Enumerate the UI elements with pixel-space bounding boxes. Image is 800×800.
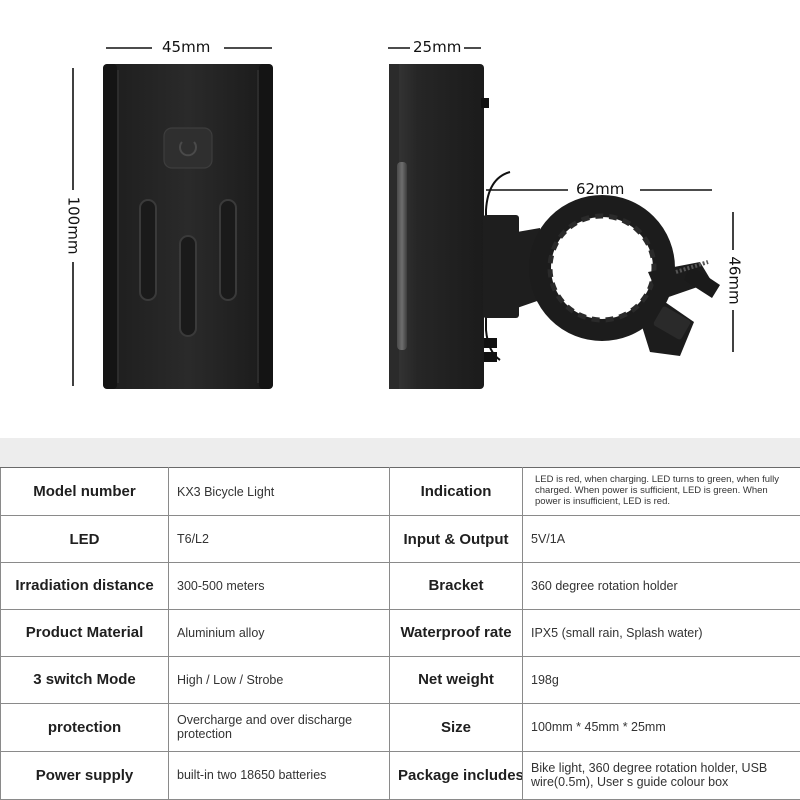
bracket-width-label: 62mm bbox=[576, 180, 625, 198]
spec-label: Indication bbox=[389, 466, 523, 517]
power-button-icon bbox=[163, 127, 213, 169]
bracket-height-label: 46mm bbox=[725, 256, 744, 305]
vent-slot bbox=[219, 199, 237, 301]
spec-label: Package includes bbox=[389, 750, 523, 800]
spec-value: 5V/1A bbox=[522, 515, 800, 564]
spec-row: protection Overcharge and over discharge… bbox=[0, 702, 800, 752]
spec-value: High / Low / Strobe bbox=[168, 655, 390, 704]
vent-slot bbox=[139, 199, 157, 301]
spec-value: Aluminium alloy bbox=[168, 608, 390, 657]
spec-value: 198g bbox=[522, 655, 800, 704]
spec-row: 3 switch Mode High / Low / Strobe Net we… bbox=[0, 655, 800, 704]
spec-label: Waterproof rate bbox=[389, 608, 523, 657]
front-width-label: 45mm bbox=[162, 38, 211, 56]
spec-row: LED T6/L2 Input & Output 5V/1A bbox=[0, 515, 800, 564]
separator-band bbox=[0, 438, 800, 467]
spec-value: KX3 Bicycle Light bbox=[168, 466, 390, 517]
spec-label: Size bbox=[389, 702, 523, 752]
front-height-label: 100mm bbox=[64, 196, 83, 255]
spec-value: 100mm * 45mm * 25mm bbox=[522, 702, 800, 752]
spec-label: LED bbox=[0, 515, 169, 564]
spec-label: Model number bbox=[0, 466, 169, 517]
spec-value: IPX5 (small rain, Splash water) bbox=[522, 608, 800, 657]
spec-value: built-in two 18650 batteries bbox=[168, 750, 390, 800]
spec-label: Input & Output bbox=[389, 515, 523, 564]
handlebar-bracket bbox=[483, 195, 720, 356]
spec-value: Bike light, 360 degree rotation holder, … bbox=[522, 750, 800, 800]
spec-row: Irradiation distance 300-500 meters Brac… bbox=[0, 562, 800, 610]
spec-label: Power supply bbox=[0, 750, 169, 800]
spec-label: Net weight bbox=[389, 655, 523, 704]
vent-slot bbox=[179, 235, 197, 337]
spec-label: Irradiation distance bbox=[0, 562, 169, 610]
light-front-view bbox=[103, 64, 273, 389]
specification-table: Model number KX3 Bicycle Light Indicatio… bbox=[0, 466, 800, 800]
side-depth-label: 25mm bbox=[413, 38, 462, 56]
spec-value: T6/L2 bbox=[168, 515, 390, 564]
spec-row: Model number KX3 Bicycle Light Indicatio… bbox=[0, 466, 800, 517]
spec-label: Product Material bbox=[0, 608, 169, 657]
spec-label: protection bbox=[0, 702, 169, 752]
spec-value: 300-500 meters bbox=[168, 562, 390, 610]
spec-value: 360 degree rotation holder bbox=[522, 562, 800, 610]
spec-row: Product Material Aluminium alloy Waterpr… bbox=[0, 608, 800, 657]
spec-value: LED is red, when charging. LED turns to … bbox=[522, 466, 800, 517]
light-side-view bbox=[389, 64, 568, 389]
spec-value: Overcharge and over discharge protection bbox=[168, 702, 390, 752]
spec-row: Power supply built-in two 18650 batterie… bbox=[0, 750, 800, 800]
spec-label: Bracket bbox=[389, 562, 523, 610]
spec-label: 3 switch Mode bbox=[0, 655, 169, 704]
product-drawing bbox=[72, 47, 734, 389]
product-figure: 45mm 100mm 25mm 62mm 46mm bbox=[64, 38, 744, 389]
